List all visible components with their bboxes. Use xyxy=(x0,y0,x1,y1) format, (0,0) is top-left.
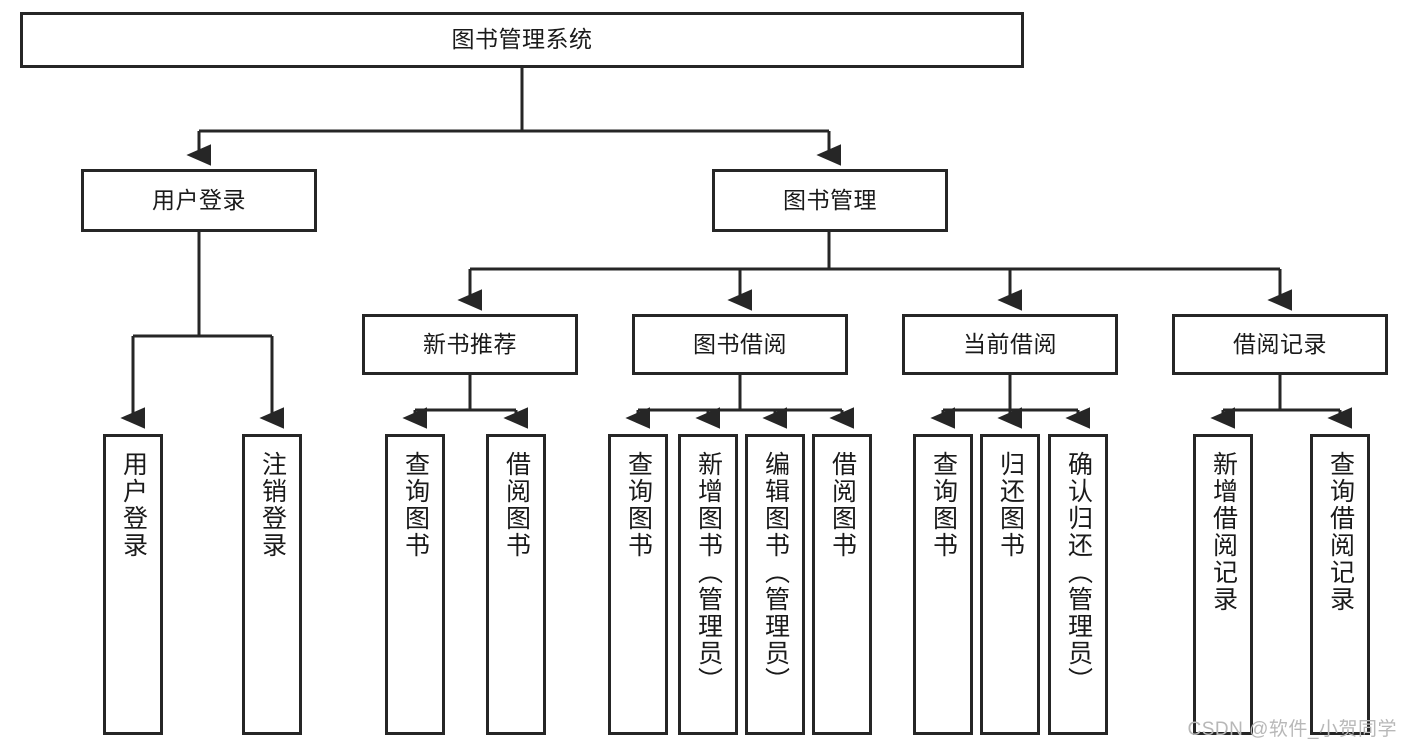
leaf-logout[interactable]: 注销登录 xyxy=(242,434,302,735)
leaf-user-login[interactable]: 用户登录 xyxy=(103,434,163,735)
leaf-add-borrow-record[interactable]: 新增借阅记录 xyxy=(1193,434,1253,735)
node-label: 用户登录 xyxy=(152,186,246,213)
node-label: 图书管理 xyxy=(783,186,877,213)
node-label: 借阅图书 xyxy=(828,451,857,559)
leaf-edit-book-admin[interactable]: 编辑图书（管理员） xyxy=(745,434,805,735)
leaf-query-book-current[interactable]: 查询图书 xyxy=(913,434,973,735)
leaf-borrow-book-recommend[interactable]: 借阅图书 xyxy=(486,434,546,735)
leaf-confirm-return-admin[interactable]: 确认归还（管理员） xyxy=(1048,434,1108,735)
node-label: 用户登录 xyxy=(119,451,148,559)
node-book-management[interactable]: 图书管理 xyxy=(712,169,948,232)
leaf-borrow-book[interactable]: 借阅图书 xyxy=(812,434,872,735)
node-current-borrow[interactable]: 当前借阅 xyxy=(902,314,1118,375)
node-label: 图书管理系统 xyxy=(451,26,593,53)
node-new-book-recommend[interactable]: 新书推荐 xyxy=(362,314,578,375)
watermark: CSDN @软件_小贺同学 xyxy=(1187,719,1397,740)
node-root-system[interactable]: 图书管理系统 xyxy=(20,12,1024,68)
node-label: 查询图书 xyxy=(624,451,653,559)
node-label: 归还图书 xyxy=(996,451,1025,559)
node-label: 编辑图书（管理员） xyxy=(761,451,790,694)
leaf-query-borrow-record[interactable]: 查询借阅记录 xyxy=(1310,434,1370,735)
leaf-query-book-recommend[interactable]: 查询图书 xyxy=(385,434,445,735)
node-label: 当前借阅 xyxy=(963,330,1057,357)
leaf-return-book[interactable]: 归还图书 xyxy=(980,434,1040,735)
node-label: 新书推荐 xyxy=(423,330,517,357)
node-label: 确认归还（管理员） xyxy=(1064,451,1093,694)
node-label: 新增借阅记录 xyxy=(1209,451,1238,613)
node-label: 图书借阅 xyxy=(693,330,787,357)
leaf-query-book-borrow[interactable]: 查询图书 xyxy=(608,434,668,735)
node-label: 借阅记录 xyxy=(1233,330,1327,357)
node-label: 查询借阅记录 xyxy=(1326,451,1355,613)
node-label: 新增图书（管理员） xyxy=(694,451,723,694)
leaf-add-book-admin[interactable]: 新增图书（管理员） xyxy=(678,434,738,735)
node-user-login[interactable]: 用户登录 xyxy=(81,169,317,232)
node-label: 借阅图书 xyxy=(502,451,531,559)
node-book-borrow[interactable]: 图书借阅 xyxy=(632,314,848,375)
node-label: 查询图书 xyxy=(929,451,958,559)
node-borrow-records[interactable]: 借阅记录 xyxy=(1172,314,1388,375)
node-label: 查询图书 xyxy=(401,451,430,559)
node-label: 注销登录 xyxy=(258,451,287,559)
